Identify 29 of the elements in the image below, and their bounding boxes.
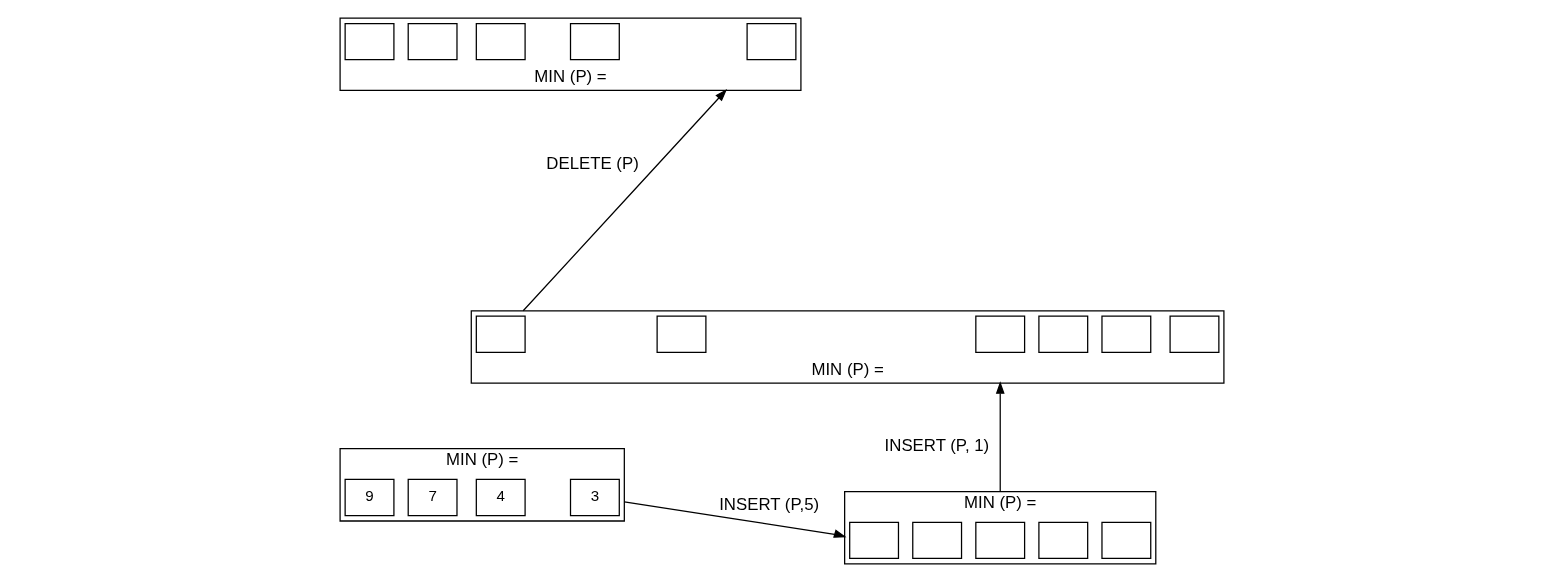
node-box (1038, 315, 1089, 353)
node-box (475, 22, 526, 61)
node-box: 3 (569, 478, 620, 517)
node-box: 9 (344, 478, 395, 517)
edge-label: INSERT (P,5) (719, 495, 820, 515)
node-box (975, 521, 1026, 560)
arrow (522, 89, 728, 312)
cluster: MIN (P) = (339, 17, 802, 92)
node-box (475, 315, 526, 353)
cluster: MIN (P) = (470, 310, 1225, 384)
node-box (849, 521, 900, 560)
node-box (569, 22, 620, 61)
arrow (995, 381, 1005, 493)
node-box: 4 (475, 478, 526, 517)
node-box (912, 521, 963, 560)
node-box (344, 22, 395, 61)
node-box (1038, 521, 1089, 560)
node-box (1101, 315, 1152, 353)
edge-label: INSERT (P, 1) (884, 435, 990, 455)
cluster: MIN (P) = (844, 490, 1157, 565)
node-box (1101, 521, 1152, 560)
node-box (407, 22, 458, 61)
node-box (656, 315, 707, 353)
edge-label: DELETE (P) (546, 153, 639, 173)
node-box: 7 (407, 478, 458, 517)
arrow (623, 501, 847, 538)
node-box (746, 22, 797, 61)
node-box (975, 315, 1026, 353)
node-box (1169, 315, 1220, 353)
